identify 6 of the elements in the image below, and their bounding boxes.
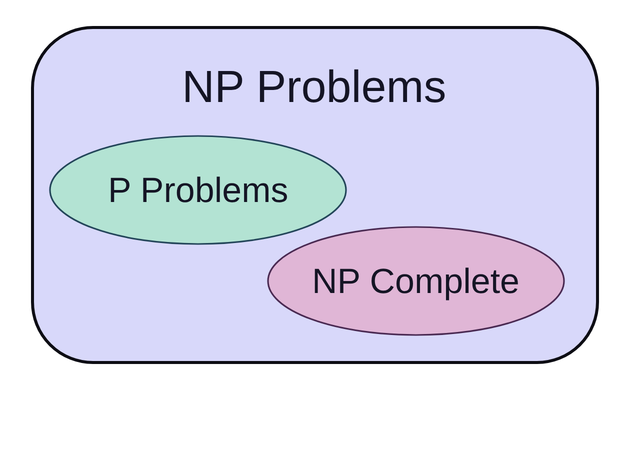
- heading: NP Problems: [182, 64, 446, 108]
- node-label: NP Complete: [312, 264, 520, 298]
- node-label: P Problems: [108, 172, 288, 208]
- rounded-box: [31, 26, 599, 364]
- ellipse-node: [49, 135, 347, 245]
- ellipse-node: [267, 226, 565, 336]
